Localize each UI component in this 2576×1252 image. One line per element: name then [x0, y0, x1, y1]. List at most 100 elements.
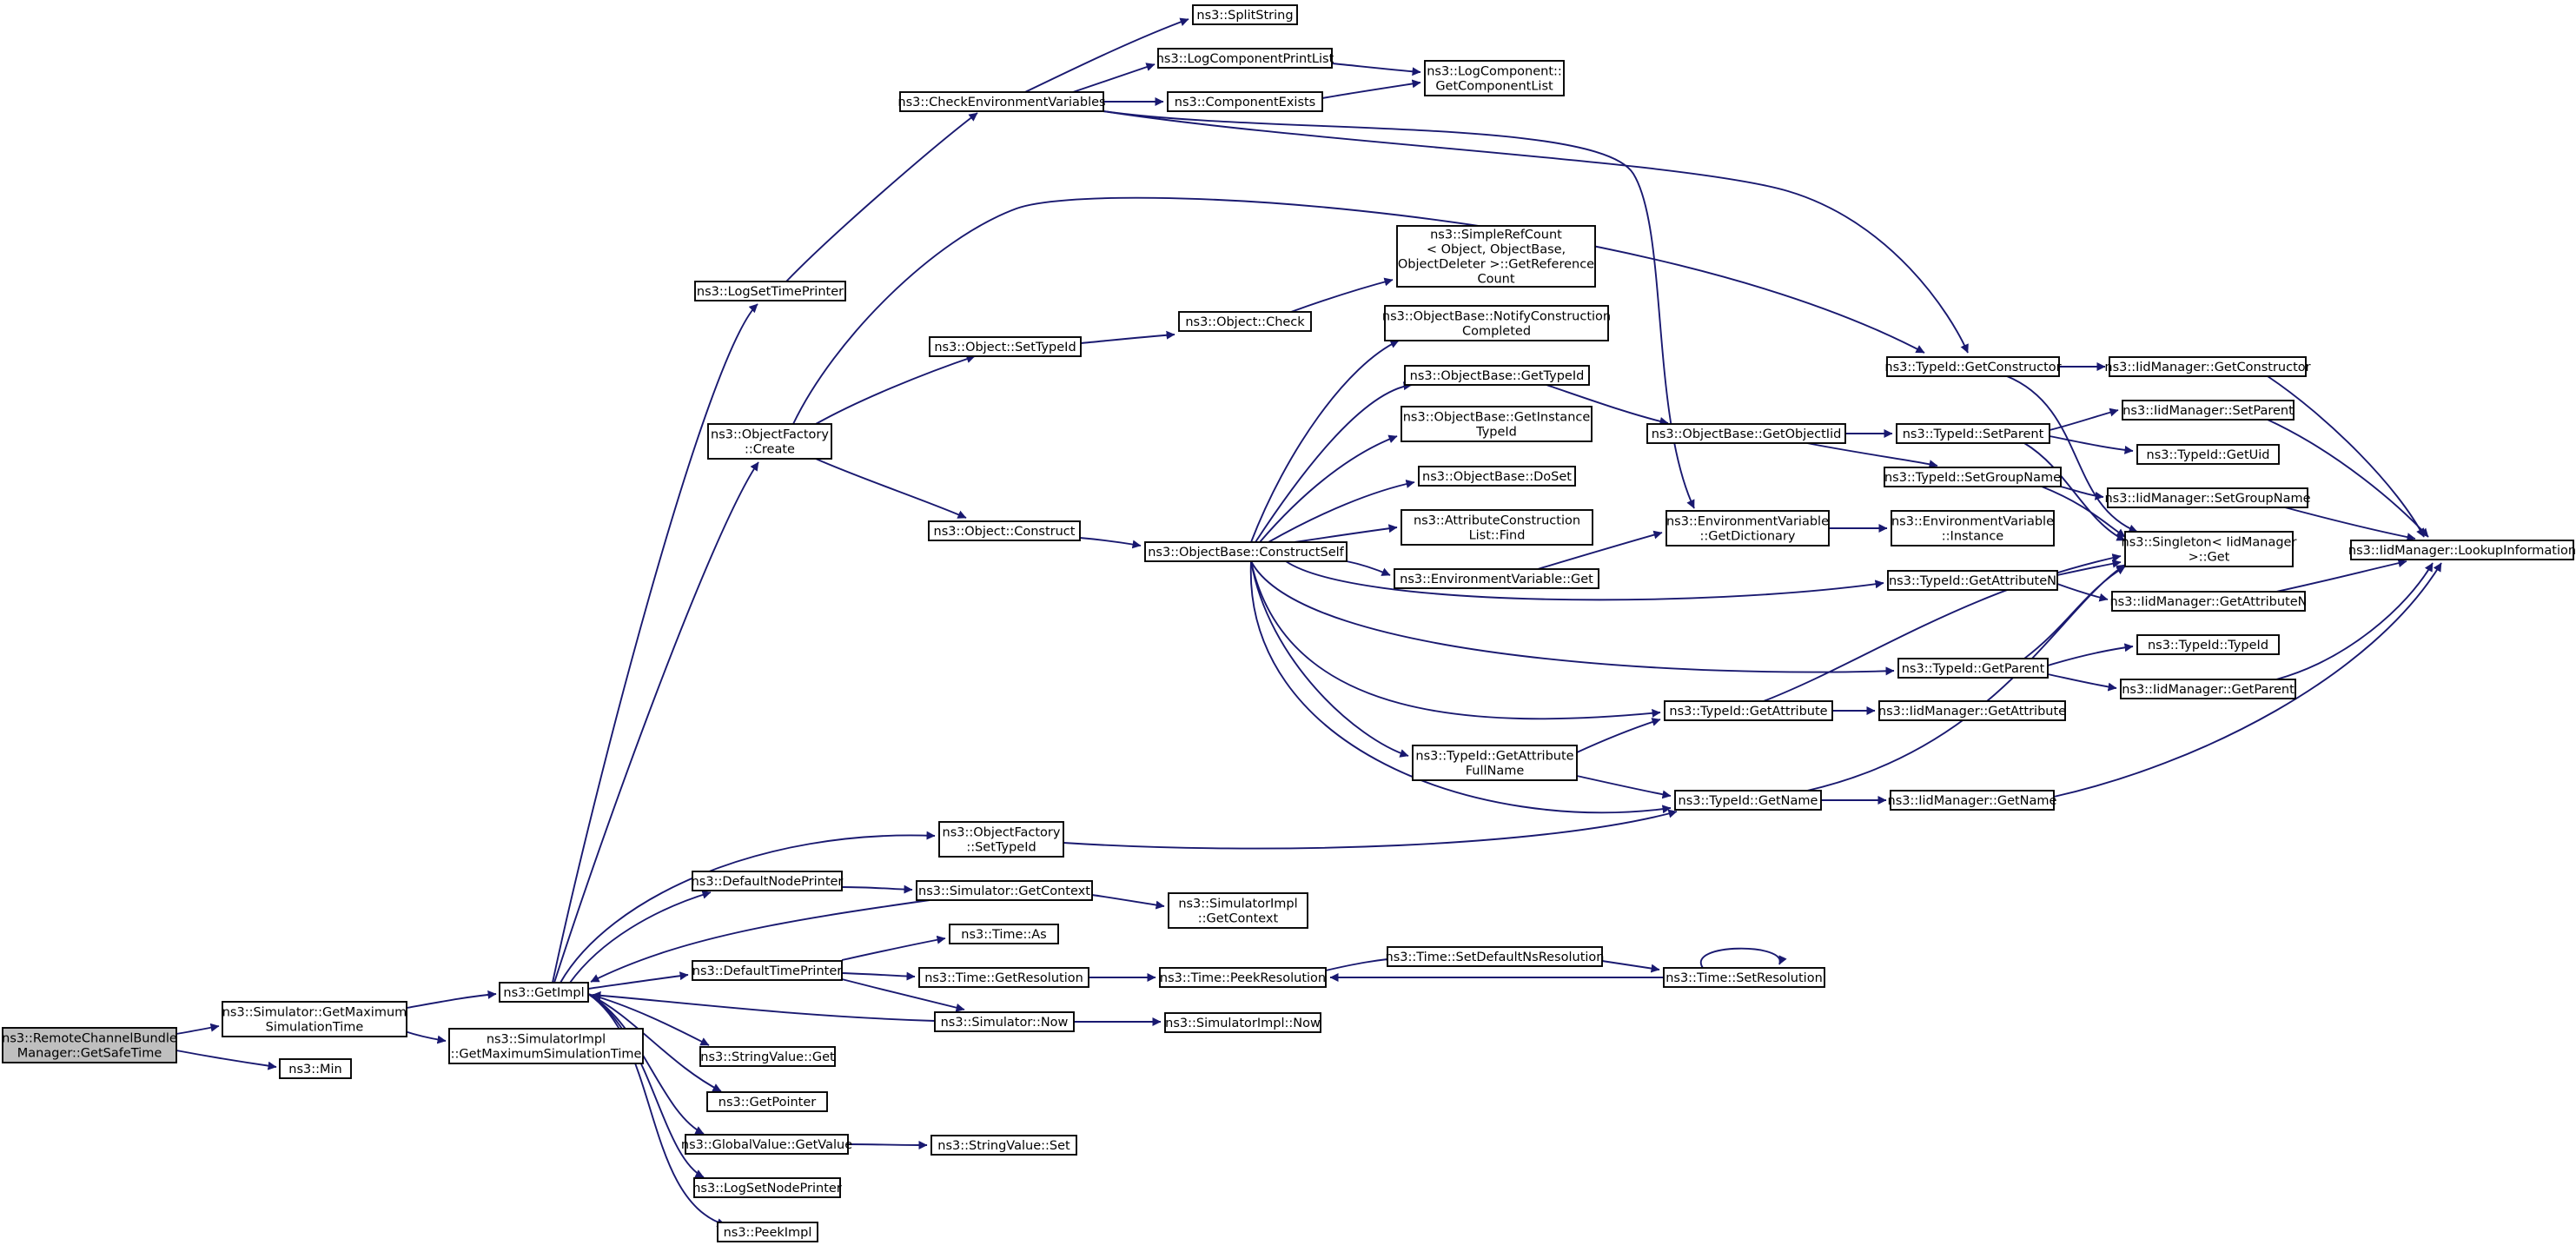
edge-iidGetAttributeN-to-iidLookupInformation — [2275, 559, 2407, 593]
node-stringValueSet[interactable]: ns3::StringValue::Set — [930, 1135, 1077, 1156]
node-componentExists[interactable]: ns3::ComponentExists — [1167, 91, 1323, 112]
edge-typeIdGetAttributeN-to-iidGetAttributeN — [2056, 583, 2109, 602]
node-root[interactable]: ns3::RemoteChannelBundleManager::GetSafe… — [2, 1027, 177, 1063]
node-iidGetName[interactable]: ns3::IidManager::GetName — [1888, 790, 2057, 811]
node-singletonGet[interactable]: ns3::Singleton< IidManager >::Get — [2122, 531, 2297, 567]
node-logCompGetList[interactable]: ns3::LogComponent::GetComponentList — [1424, 60, 1565, 96]
node-timePeekResolution[interactable]: ns3::Time::PeekResolution — [1159, 967, 1327, 988]
node-typeIdGetAttribute[interactable]: ns3::TypeId::GetAttribute — [1664, 700, 1833, 721]
edge-obGetTypeId-to-obGetObjectIid — [1546, 384, 1669, 426]
node-timeSetDefaultNs[interactable]: ns3::Time::SetDefaultNsResolution — [1386, 946, 1605, 967]
node-box — [2122, 400, 2295, 421]
node-notifyConstruction[interactable]: ns3::ObjectBase::NotifyConstructionCompl… — [1382, 305, 1611, 341]
node-box — [2109, 356, 2307, 377]
node-box — [706, 1091, 828, 1112]
node-label-line: ns3::EnvironmentVariable — [1666, 515, 1829, 529]
node-objFactoryCreate[interactable]: ns3::ObjectFactory::Create — [707, 423, 832, 460]
node-label-line: ns3::TypeId::GetConstructor — [1884, 361, 2061, 374]
node-box — [1164, 1012, 1321, 1033]
node-label-line: ns3::Time::SetResolution — [1665, 971, 1823, 985]
node-box — [222, 1001, 407, 1037]
node-iidSetParent[interactable]: ns3::IidManager::SetParent — [2122, 400, 2295, 421]
node-timeSetResolution[interactable]: ns3::Time::SetResolution — [1663, 967, 1825, 988]
node-iidGetParent[interactable]: ns3::IidManager::GetParent — [2120, 679, 2296, 699]
node-label-line: ns3::DefaultNodePrinter — [692, 875, 844, 889]
node-simGetContext[interactable]: ns3::Simulator::GetContext — [916, 880, 1093, 901]
node-simpleRefCount[interactable]: ns3::SimpleRefCount< Object, ObjectBase,… — [1396, 225, 1596, 288]
node-simGetMax[interactable]: ns3::Simulator::GetMaximumSimulationTime — [222, 1001, 407, 1037]
node-typeIdGetConstructor[interactable]: ns3::TypeId::GetConstructor — [1884, 356, 2062, 377]
node-box — [1167, 91, 1323, 112]
node-iidSetGroupName[interactable]: ns3::IidManager::SetGroupName — [2104, 487, 2311, 508]
node-envVarGet[interactable]: ns3::EnvironmentVariable::Get — [1394, 568, 1599, 589]
node-typeIdGetName[interactable]: ns3::TypeId::GetName — [1674, 790, 1822, 811]
node-typeIdSetParent[interactable]: ns3::TypeId::SetParent — [1896, 423, 2050, 444]
node-getImpl[interactable]: ns3::GetImpl — [499, 982, 589, 1003]
node-box — [1178, 311, 1312, 332]
node-iidLookupInformation[interactable]: ns3::IidManager::LookupInformation — [2348, 540, 2576, 560]
node-logSetTimePrinter[interactable]: ns3::LogSetTimePrinter — [694, 281, 846, 301]
node-label-line: ns3::IidManager::GetParent — [2122, 683, 2295, 697]
node-simImplGetContext[interactable]: ns3::SimulatorImpl::GetContext — [1168, 892, 1308, 929]
node-label-line: ns3::DefaultTimePrinter — [692, 964, 842, 978]
node-envVarGetDict[interactable]: ns3::EnvironmentVariable::GetDictionary — [1665, 510, 1830, 547]
node-iidGetAttributeN[interactable]: ns3::IidManager::GetAttributeN — [2109, 591, 2308, 612]
node-obDoSet[interactable]: ns3::ObjectBase::DoSet — [1418, 466, 1576, 487]
nodes-layer: ns3::RemoteChannelBundleManager::GetSafe… — [2, 4, 2576, 1242]
edge-envVarGet-to-envVarGetDict — [1537, 530, 1663, 570]
node-box — [1192, 4, 1298, 25]
edge-objSetTypeId-to-objCheck — [1080, 330, 1175, 344]
node-obGetObjectIid[interactable]: ns3::ObjectBase::GetObjectIid — [1646, 423, 1846, 444]
node-typeIdTypeId[interactable]: ns3::TypeId::TypeId — [2136, 634, 2280, 655]
node-obGetTypeId[interactable]: ns3::ObjectBase::GetTypeId — [1404, 365, 1590, 386]
node-timeAs[interactable]: ns3::Time::As — [949, 924, 1059, 944]
node-simImplGetMax[interactable]: ns3::SimulatorImpl::GetMaximumSimulation… — [448, 1028, 644, 1064]
node-splitString[interactable]: ns3::SplitString — [1192, 4, 1298, 25]
node-simNow[interactable]: ns3::Simulator::Now — [934, 1011, 1075, 1032]
node-objFactorySetTypeId[interactable]: ns3::ObjectFactory::SetTypeId — [938, 821, 1064, 858]
node-min[interactable]: ns3::Min — [279, 1058, 352, 1079]
node-defaultTimePrinter[interactable]: ns3::DefaultTimePrinter — [692, 960, 843, 981]
node-label-line: ns3::TypeId::SetGroupName — [1884, 471, 2061, 485]
node-typeIdGetAttributeN[interactable]: ns3::TypeId::GetAttributeN — [1887, 570, 2058, 591]
edge-getImpl-to-peekImpl — [587, 993, 726, 1227]
edge-typeIdSetGroupName-to-singletonGet — [2041, 486, 2126, 538]
node-objConstruct[interactable]: ns3::Object::Construct — [928, 520, 1081, 541]
node-timeGetResolution[interactable]: ns3::Time::GetResolution — [918, 967, 1089, 988]
node-typeIdSetGroupName[interactable]: ns3::TypeId::SetGroupName — [1884, 467, 2062, 487]
node-simImplNow[interactable]: ns3::SimulatorImpl::Now — [1164, 1012, 1321, 1033]
node-iidGetConstructor[interactable]: ns3::IidManager::GetConstructor — [2104, 356, 2311, 377]
node-envVarInstance[interactable]: ns3::EnvironmentVariable::Instance — [1891, 510, 2055, 547]
node-box — [707, 423, 832, 460]
node-stringValueGet[interactable]: ns3::StringValue::Get — [699, 1046, 836, 1067]
node-box — [2120, 679, 2296, 699]
node-box — [499, 982, 589, 1003]
edge-getImpl-to-logSetNodePrinter — [587, 993, 705, 1178]
node-box — [1887, 570, 2058, 591]
node-logComponentPrintList[interactable]: ns3::LogComponentPrintList — [1156, 48, 1334, 69]
node-typeIdGetUid[interactable]: ns3::TypeId::GetUid — [2136, 444, 2280, 465]
node-box — [1401, 509, 1593, 546]
node-logSetNodePrinter[interactable]: ns3::LogSetNodePrinter — [692, 1177, 842, 1198]
node-box — [1884, 467, 2062, 487]
node-box — [1396, 225, 1596, 288]
node-getPointer[interactable]: ns3::GetPointer — [706, 1091, 828, 1112]
edge-simGetMax-to-getImpl — [406, 990, 497, 1009]
node-globalValueGetValue[interactable]: ns3::GlobalValue::GetValue — [681, 1134, 852, 1155]
node-label-line: ns3::ObjectBase::NotifyConstruction — [1382, 310, 1611, 324]
node-label-line: ns3::StringValue::Get — [700, 1050, 835, 1064]
edge-iidSetGroupName-to-iidLookupInformation — [2284, 507, 2416, 542]
node-iidGetAttribute[interactable]: ns3::IidManager::GetAttribute — [1878, 700, 2066, 721]
node-defaultNodePrinter[interactable]: ns3::DefaultNodePrinter — [692, 871, 844, 891]
node-objCheck[interactable]: ns3::Object::Check — [1178, 311, 1312, 332]
node-peekImpl[interactable]: ns3::PeekImpl — [717, 1222, 818, 1242]
node-constructSelf[interactable]: ns3::ObjectBase::ConstructSelf — [1144, 541, 1348, 562]
node-objSetTypeId[interactable]: ns3::Object::SetTypeId — [929, 336, 1082, 357]
node-checkEnv[interactable]: ns3::CheckEnvironmentVariables — [897, 91, 1106, 112]
node-typeIdGetParent[interactable]: ns3::TypeId::GetParent — [1897, 658, 2049, 679]
node-box — [1646, 423, 1846, 444]
node-label-line: ObjectDeleter >::GetReference — [1398, 258, 1594, 272]
